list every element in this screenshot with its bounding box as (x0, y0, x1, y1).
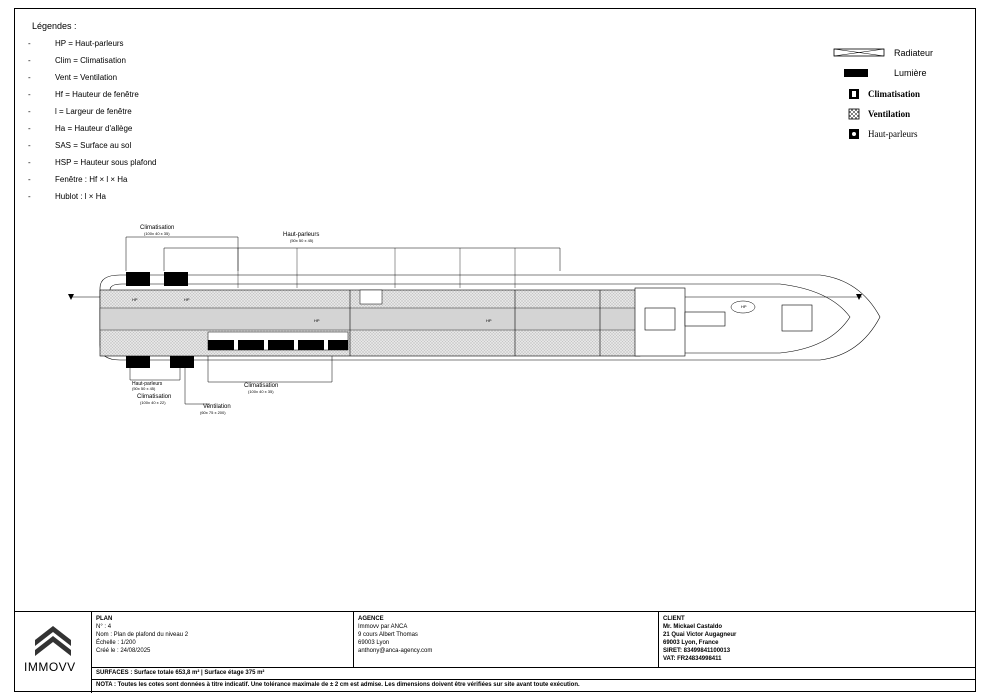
ventilation-label: Ventilation (868, 109, 911, 119)
legend-item: -Vent = Ventilation (28, 73, 118, 82)
logo-name: IMMOVV (24, 660, 76, 674)
legend-item: -HP = Haut-parleurs (28, 39, 124, 48)
client-vat: VAT: FR24834998411 (663, 656, 722, 662)
clim-bl-label: Climatisation (137, 394, 172, 400)
plan-heading: PLAN (96, 616, 113, 622)
plan-cell: PLAN N° : 4 Nom : Plan de plafond du niv… (92, 612, 354, 667)
legend-item: -Fenêtre : Hf × l × Ha (28, 175, 128, 184)
agence-line: Immovv par ANCA (358, 624, 408, 630)
logo: IMMOVV (14, 612, 92, 693)
haut-parleurs-label: Haut-parleurs (868, 129, 918, 139)
legend-item: -HSP = Hauteur sous plafond (28, 158, 157, 167)
hp-bottom-label: Haut-parleurs (132, 381, 163, 387)
clim-bl-dim: (100x 40 x 22) (140, 400, 166, 405)
radiateur-label: Radiateur (894, 48, 934, 58)
ceiling-plan (68, 236, 881, 405)
symbol-key (833, 48, 885, 139)
hp-bottom-dim: (50x 50 x 45) (132, 386, 156, 391)
surfaces-strip: SURFACES : Surface totale 653,8 m² | Sur… (92, 667, 976, 679)
hp-top-label: Haut-parleurs (283, 232, 320, 238)
room-label: HP (741, 304, 747, 309)
vent-dim: (60x 75 x 200) (200, 410, 226, 415)
client-siret: SIRET: 83499841100013 (663, 648, 731, 654)
agence-email: anthony@anca-agency.com (358, 648, 433, 654)
room-label: HP (486, 318, 492, 323)
lumiere-label: Lumière (894, 68, 927, 78)
legend-item: -l = Largeur de fenêtre (28, 107, 132, 116)
agence-line: 69003 Lyon (358, 640, 390, 646)
drawing-sheet (14, 8, 976, 692)
climatisation-label: Climatisation (868, 89, 921, 99)
legend-item: -Ha = Hauteur d'allège (28, 124, 133, 133)
client-line: Mr. Mickael Castaldo (663, 624, 723, 630)
legend-item: -Hublot : l × Ha (28, 192, 106, 201)
legend-item: -SAS = Surface au sol (28, 141, 132, 150)
client-cell: CLIENT Mr. Mickael Castaldo 21 Quai Vict… (659, 612, 976, 667)
plan-name: Nom : Plan de plafond du niveau 2 (96, 632, 189, 638)
client-heading: CLIENT (663, 616, 685, 622)
title-block: IMMOVV PLAN N° : 4 Nom : Plan de plafond… (14, 611, 976, 693)
client-line: 21 Quai Victor Augagneur (663, 632, 737, 638)
clim-top-dim: (100x 40 x 35) (144, 231, 170, 236)
clim-bm-label: Climatisation (244, 383, 279, 389)
legend-item: -Clim = Climatisation (28, 56, 126, 65)
agence-cell: AGENCE Immovv par ANCA 9 cours Albert Th… (354, 612, 659, 667)
ventilation-symbol (848, 108, 860, 120)
plan-scale: Échelle : 1/200 (96, 640, 136, 646)
note-strip: NOTA : Toutes les cotes sont données à t… (92, 679, 976, 691)
agence-line: 9 cours Albert Thomas (358, 632, 418, 638)
immovv-logo-icon (35, 626, 71, 656)
hull-outline (99, 274, 881, 361)
legend-title: Légendes : (32, 21, 77, 31)
clim-bm-dim: (100x 40 x 35) (248, 389, 274, 394)
legend-item: -Hf = Hauteur de fenêtre (28, 90, 139, 99)
clim-top-label: Climatisation (140, 225, 175, 231)
plan-created: Créé le : 24/08/2025 (96, 648, 151, 654)
room-label: HP (132, 297, 138, 302)
agence-heading: AGENCE (358, 616, 384, 622)
room-label: HP (314, 318, 320, 323)
plan-number: N° : 4 (96, 624, 112, 630)
client-line: 69003 Lyon, France (663, 640, 719, 646)
legend-list: -HP = Haut-parleurs -Clim = Climatisatio… (28, 38, 156, 208)
room-label: HP (184, 297, 190, 302)
lumiere-symbol (844, 69, 868, 77)
vent-label: Ventilation (203, 404, 231, 410)
hp-top-dim: (50x 50 x 45) (290, 238, 314, 243)
